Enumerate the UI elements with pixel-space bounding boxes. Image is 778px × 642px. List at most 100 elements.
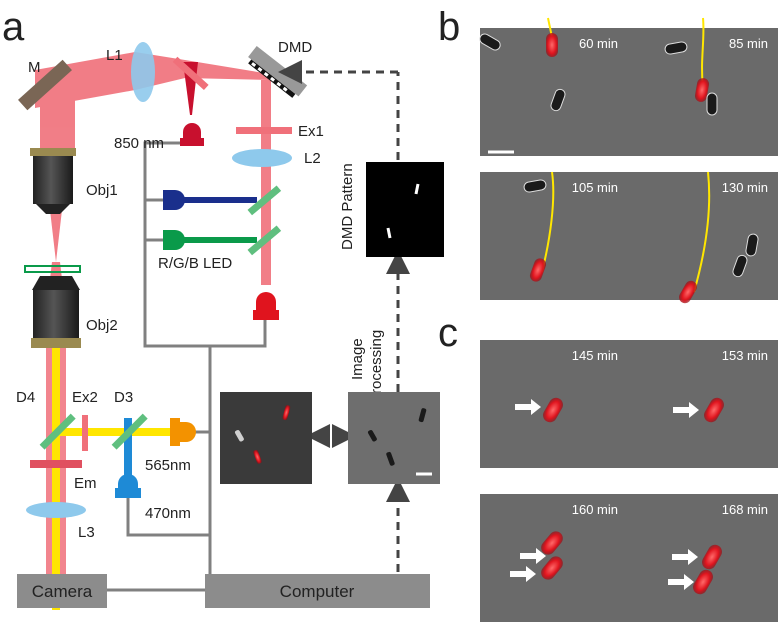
neighbor-cell	[706, 92, 718, 116]
yellow-beam	[46, 296, 180, 610]
objective-obj1	[30, 148, 76, 214]
tracked-cell	[546, 33, 558, 57]
dashed-feedback	[278, 60, 410, 572]
brightfield-image	[348, 392, 440, 484]
lens-l2	[232, 149, 292, 167]
pattern-mark-1	[414, 183, 420, 195]
dividing-cell	[541, 556, 563, 580]
tracked-cell	[694, 78, 710, 102]
panel-c-tile	[630, 340, 778, 468]
dividing-cell	[541, 531, 563, 555]
neighbor-cell	[479, 33, 501, 51]
tracked-cell	[529, 258, 547, 282]
led-red	[253, 292, 279, 320]
neighbor-cell	[550, 88, 566, 112]
label-d4: D4	[16, 389, 35, 406]
label-obj1: Obj1	[86, 182, 118, 199]
arrow-icon	[520, 548, 546, 564]
panel-b-tile	[480, 172, 630, 300]
ir-beam-cone	[50, 210, 62, 262]
dichroic-ir	[172, 56, 209, 91]
label-camera: Camera	[32, 582, 93, 601]
arrow-icon	[668, 574, 694, 590]
dichroic-blue	[247, 185, 282, 216]
camera-box	[17, 574, 107, 608]
label-em: Em	[74, 475, 97, 492]
computer-box	[205, 574, 430, 608]
label-dmd: DMD	[278, 39, 312, 56]
label-470nm: 470nm	[145, 505, 191, 522]
dividing-cell	[704, 397, 724, 423]
arrow-icon	[673, 402, 699, 418]
panel-b-time-label: 105 min	[572, 180, 618, 195]
lens-l1	[131, 42, 155, 102]
panel-b-time-label: 60 min	[579, 36, 618, 51]
sample-slide	[24, 265, 81, 273]
wiring	[107, 141, 267, 592]
label-computer: Computer	[280, 582, 355, 601]
label-565nm: 565nm	[145, 457, 191, 474]
label-ex1: Ex1	[298, 123, 324, 140]
label-rgb-led: R/G/B LED	[158, 255, 232, 272]
pattern-mark-2	[386, 227, 392, 239]
neighbor-cell	[745, 233, 759, 257]
dividing-cell	[702, 544, 722, 570]
fluorescence-image	[220, 392, 312, 484]
panel-c-label: c	[438, 311, 458, 355]
label-850nm: 850 nm	[114, 135, 164, 152]
led-565nm	[170, 418, 196, 446]
panel-a-label: a	[2, 5, 25, 49]
bf-cell-3	[367, 430, 377, 442]
panel-c-time-label: 153 min	[722, 348, 768, 363]
neighbor-cell	[523, 179, 547, 193]
label-image-processing-2: Processing	[368, 330, 385, 404]
neighbor-cell	[732, 254, 748, 278]
mirror-m	[18, 59, 72, 111]
fluo-cell-1	[282, 405, 291, 421]
panel-c-time-label: 160 min	[572, 502, 618, 517]
dichroic-d4	[39, 413, 76, 450]
led-blue	[163, 190, 257, 210]
panel-b-time-label: 85 min	[729, 36, 768, 51]
panel-b-grid: 60 min 85 min 105 min 130 min	[479, 17, 778, 304]
bf-cell-2	[386, 451, 395, 466]
dividing-cell	[543, 397, 563, 423]
dmd-pattern-image	[366, 162, 444, 257]
neighbor-cell	[664, 41, 688, 55]
blue-branch	[124, 418, 132, 478]
fluo-cell-3	[234, 430, 244, 442]
label-l3: L3	[78, 524, 95, 541]
label-l2: L2	[304, 150, 321, 167]
panel-b-label: b	[438, 5, 460, 49]
filter-ex1	[236, 127, 292, 134]
fluo-cell-2	[253, 449, 262, 464]
label-m: M	[28, 59, 41, 76]
led-green	[163, 230, 257, 250]
objective-obj2	[31, 276, 81, 348]
bf-cell-1	[418, 408, 427, 423]
label-d3: D3	[114, 389, 133, 406]
arrow-icon	[672, 549, 698, 565]
label-l1: L1	[106, 47, 123, 64]
label-obj2: Obj2	[86, 317, 118, 334]
cell-trajectory	[693, 171, 711, 293]
led-470nm	[115, 474, 141, 498]
label-dmd-pattern: DMD Pattern	[339, 163, 356, 250]
filter-em	[30, 460, 82, 468]
arrow-icon	[515, 399, 541, 415]
lens-l3	[26, 502, 86, 518]
panel-c-time-label: 145 min	[572, 348, 618, 363]
dichroic-green	[247, 225, 282, 256]
dichroic-d3	[111, 413, 148, 450]
tracked-cell	[679, 280, 697, 304]
label-image-processing-1: Image	[349, 338, 366, 380]
led-850nm	[180, 123, 204, 146]
dividing-cell	[693, 569, 713, 595]
panel-b-time-label: 130 min	[722, 180, 768, 195]
arrow-icon	[510, 566, 536, 582]
panel-c-grid: 145 min 153 min 160 min 168 min	[480, 340, 778, 622]
filter-ex2	[82, 415, 88, 451]
label-ex2: Ex2	[72, 389, 98, 406]
panel-c-time-label: 168 min	[722, 502, 768, 517]
